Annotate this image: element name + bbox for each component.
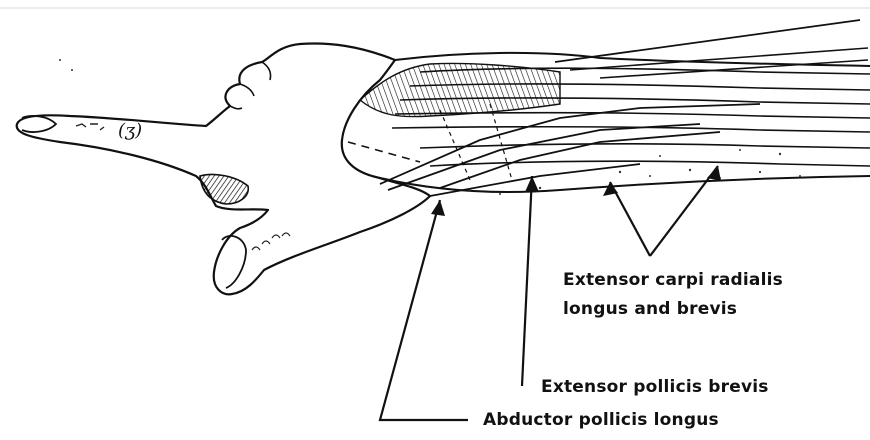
hand-outline	[17, 44, 430, 295]
dashed-guide	[348, 142, 420, 162]
retinaculum-band	[360, 63, 560, 116]
thumb-creases	[252, 233, 290, 250]
label-extensor-carpi-radialis-line1: Extensor carpi radialis	[563, 270, 783, 290]
label-abductor-pollicis-longus: Abductor pollicis longus	[483, 410, 719, 430]
knuckle-marks	[76, 124, 104, 130]
arrowhead-apl	[431, 200, 445, 216]
sketch-glyph: (ʒ)	[118, 120, 142, 141]
label-extensor-carpi-radialis-line2: longus and brevis	[563, 299, 737, 319]
label-extensor-pollicis-brevis: Extensor pollicis brevis	[541, 377, 769, 397]
leader-apl	[380, 200, 468, 420]
leader-epb	[522, 176, 532, 386]
hatched-web-region	[200, 174, 248, 204]
leader-ecr-right	[650, 166, 718, 256]
